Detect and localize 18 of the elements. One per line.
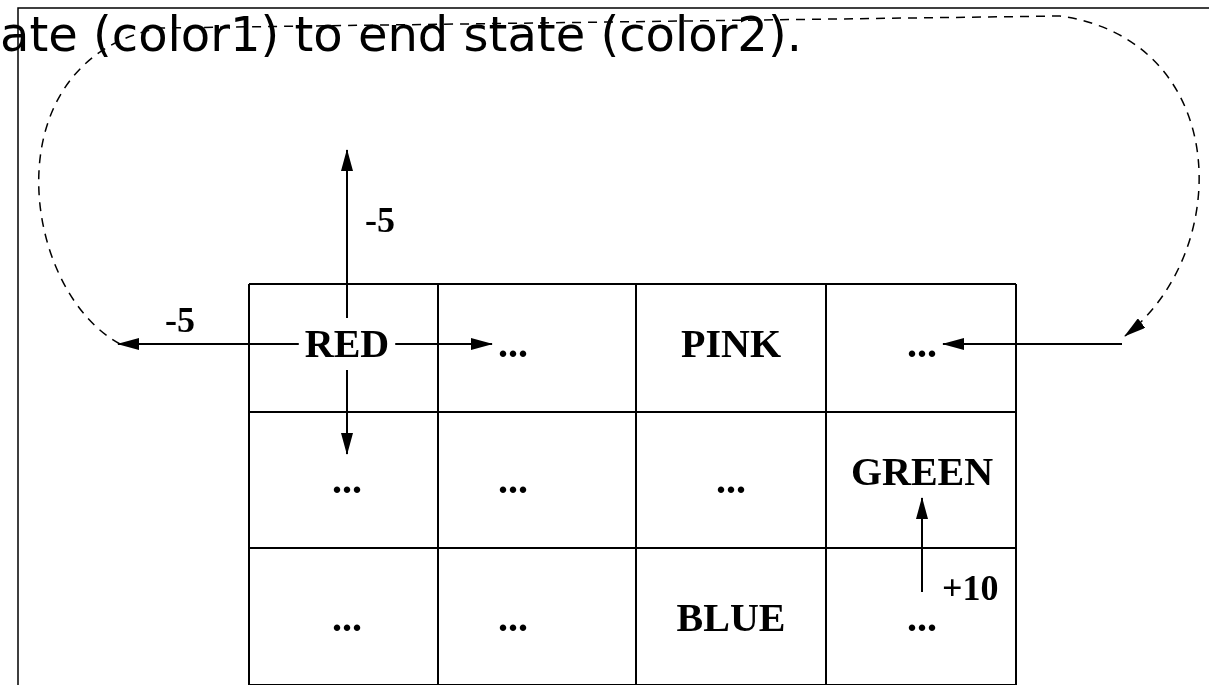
arrow [942, 338, 1123, 350]
arrow [117, 338, 300, 350]
cell-text: ... [907, 324, 937, 364]
cell-text: PINK [681, 324, 781, 364]
arrow [916, 497, 928, 593]
cell-text: ... [716, 460, 746, 500]
cell-text: ... [332, 460, 362, 500]
cell-text: ... [498, 460, 528, 500]
cell-text: RED [304, 324, 390, 364]
cell-text: GREEN [850, 452, 994, 492]
cell-text: BLUE [676, 598, 786, 638]
arrow [341, 369, 353, 455]
cell-text: ... [498, 324, 528, 364]
arrow [341, 149, 353, 319]
cell-text: ... [498, 598, 528, 638]
cell-text: ... [907, 598, 937, 638]
arrow [394, 338, 493, 350]
cell-text: ... [332, 598, 362, 638]
